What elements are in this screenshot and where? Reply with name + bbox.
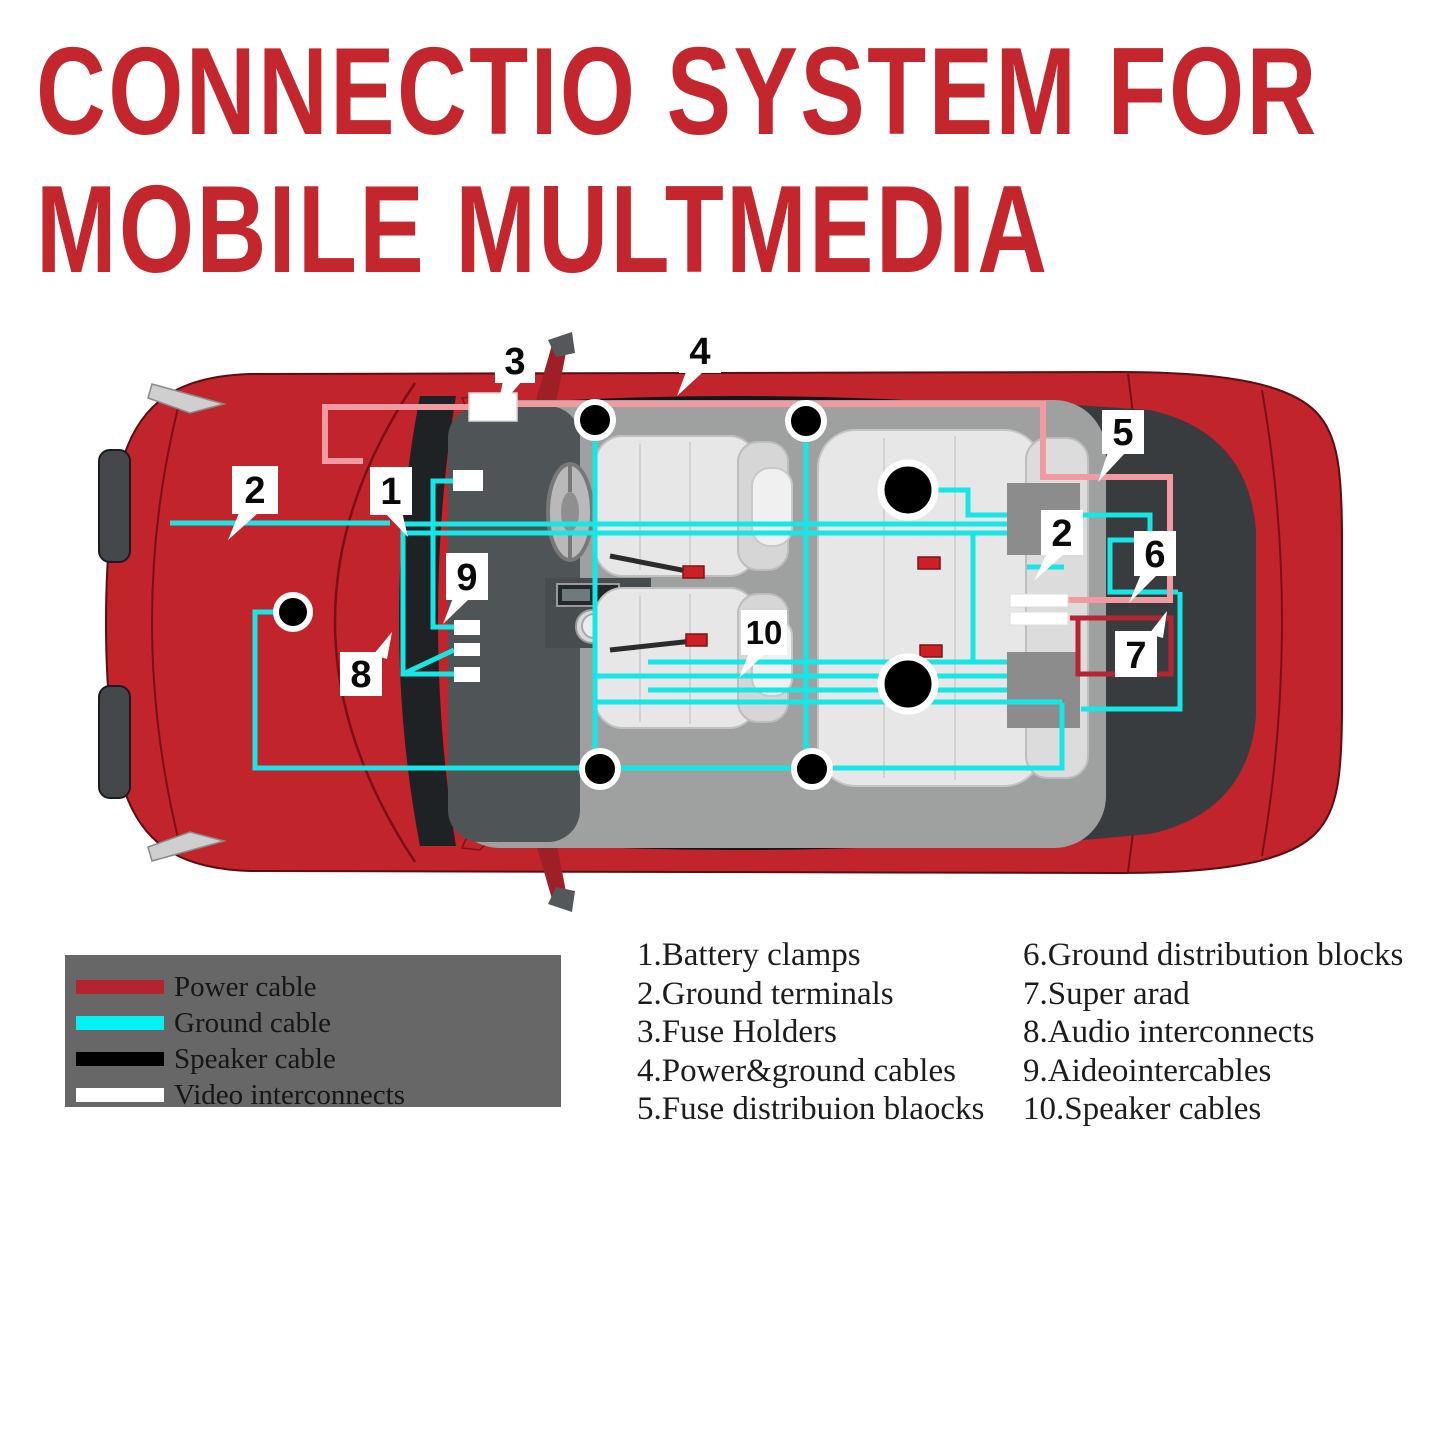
power-cable-route xyxy=(322,401,1173,603)
speaker-front-door-bottom xyxy=(579,748,621,790)
callout-5: 5 xyxy=(1098,410,1144,482)
side-mirror-top-head xyxy=(548,332,575,357)
page-title-line2: MOBILE MULTMEDIA xyxy=(36,161,1050,299)
parts-list-left: 1.Battery clamps 2.Ground terminals 3.Fu… xyxy=(637,936,984,1129)
callout-2-front: 2 xyxy=(228,466,278,540)
parts-item-3: 3.Fuse Holders xyxy=(637,1014,837,1051)
callout-7: 7 xyxy=(1115,611,1167,677)
belt-buckle xyxy=(685,633,708,647)
parts-item-10: 10.Speaker cables xyxy=(1023,1091,1262,1128)
svg-text:7: 7 xyxy=(1125,635,1146,677)
callout-3: 3 xyxy=(495,339,535,410)
super-cable xyxy=(1070,615,1174,677)
front-intake-bottom xyxy=(98,685,131,799)
speaker-rear-door-bottom xyxy=(791,748,833,790)
belt-buckle xyxy=(682,565,705,579)
windshield xyxy=(399,396,456,846)
side-mirror-bottom-head xyxy=(548,887,575,912)
hood-seam-line xyxy=(333,382,417,863)
headlight-left-top xyxy=(147,383,227,414)
battery-terminal-dot xyxy=(273,592,313,632)
distribution-block-bar-1 xyxy=(1009,593,1069,608)
svg-text:2: 2 xyxy=(1051,513,1072,555)
super-cable-loop xyxy=(1070,615,1174,677)
power-front-branch xyxy=(322,404,469,464)
parts-item-2: 2.Ground terminals xyxy=(637,975,894,1012)
parts-item-8: 8.Audio interconnects xyxy=(1023,1014,1315,1051)
video-interconnect-swatch xyxy=(76,1088,164,1102)
connector-1 xyxy=(454,620,480,635)
connector-2 xyxy=(454,643,480,656)
parts-item-7: 7.Super arad xyxy=(1023,975,1190,1012)
car-wiring-diagram: 1 2 3 4 5 xyxy=(98,329,1343,912)
callout-1: 1 xyxy=(370,467,412,537)
ground-cable-network xyxy=(170,438,1183,771)
fuse-holder xyxy=(468,392,518,422)
svg-text:9: 9 xyxy=(456,557,477,599)
svg-text:3: 3 xyxy=(504,341,525,383)
battery-clamp-connector xyxy=(453,470,483,491)
cable-legend: Power cable Ground cable Speaker cable V… xyxy=(65,955,561,1109)
connector-3 xyxy=(454,667,480,682)
callout-8: 8 xyxy=(340,632,392,696)
svg-text:10: 10 xyxy=(746,614,783,651)
legend-row-power: Power cable xyxy=(65,969,561,1005)
speaker-rear-deck-top xyxy=(877,459,939,521)
callout-2-rear: 2 xyxy=(1034,510,1083,581)
power-main-run xyxy=(517,401,1173,603)
power-cable-swatch xyxy=(76,980,164,994)
svg-text:6: 6 xyxy=(1144,534,1165,576)
svg-text:1: 1 xyxy=(380,471,401,513)
speaker-cable-swatch xyxy=(76,1052,164,1066)
rear-bumper-line xyxy=(1261,389,1283,857)
svg-text:8: 8 xyxy=(350,654,371,696)
parts-list-right: 6.Ground distribution blocks 7.Super ara… xyxy=(1023,936,1403,1129)
speaker-rear-door-top xyxy=(785,400,827,442)
callout-6: 6 xyxy=(1129,531,1176,603)
page-title-line1: CONNECTIO SYSTEM FOR xyxy=(36,23,1319,161)
callouts: 1 2 3 4 5 xyxy=(228,329,1176,696)
front-seat-bottom xyxy=(594,587,793,729)
speakers xyxy=(273,399,939,790)
legend-row-video: Video interconnects xyxy=(65,1077,561,1113)
belt-buckle xyxy=(917,556,941,570)
speaker-rear-deck-bottom xyxy=(877,653,939,715)
head-unit-display xyxy=(562,589,590,601)
legend-label: Speaker cable xyxy=(174,1042,336,1075)
parts-item-9: 9.Aideointercables xyxy=(1023,1052,1272,1089)
loop-diagonal xyxy=(401,647,456,677)
front-intake-top xyxy=(98,449,131,563)
speaker-front-door-top xyxy=(574,399,616,441)
legend-label: Video interconnects xyxy=(174,1078,405,1111)
battery-clamp-line xyxy=(430,478,454,630)
svg-text:2: 2 xyxy=(244,470,265,512)
headlight-left-bottom xyxy=(147,831,227,862)
svg-text:4: 4 xyxy=(689,331,710,373)
rear-speaker-top-stub xyxy=(931,487,1007,518)
audio-interconnect-loop xyxy=(252,609,1065,771)
rear-loop xyxy=(1081,592,1183,712)
callout-9: 9 xyxy=(443,553,488,624)
callout-10: 10 xyxy=(739,610,787,678)
front-seat-top xyxy=(594,435,793,577)
legend-row-speaker: Speaker cable xyxy=(65,1041,561,1077)
parts-item-1: 1.Battery clamps xyxy=(637,937,861,973)
amp-to-distribution xyxy=(1080,512,1178,595)
legend-label: Ground cable xyxy=(174,1006,332,1039)
parts-item-4: 4.Power&ground cables xyxy=(637,1052,956,1089)
callout-4: 4 xyxy=(677,329,721,396)
parts-item-5: 5.Fuse distribuion blaocks xyxy=(637,1091,985,1128)
legend-row-ground: Ground cable xyxy=(65,1005,561,1041)
legend-label: Power cable xyxy=(174,970,317,1003)
ground-cable-swatch xyxy=(76,1016,164,1030)
front-bumper-line xyxy=(151,391,183,855)
distribution-block-bar-2 xyxy=(1009,611,1069,626)
svg-text:5: 5 xyxy=(1112,412,1133,454)
parts-item-6: 6.Ground distribution blocks xyxy=(1023,937,1404,973)
amplifier-bottom xyxy=(1007,652,1080,728)
belt-buckle xyxy=(919,644,943,658)
